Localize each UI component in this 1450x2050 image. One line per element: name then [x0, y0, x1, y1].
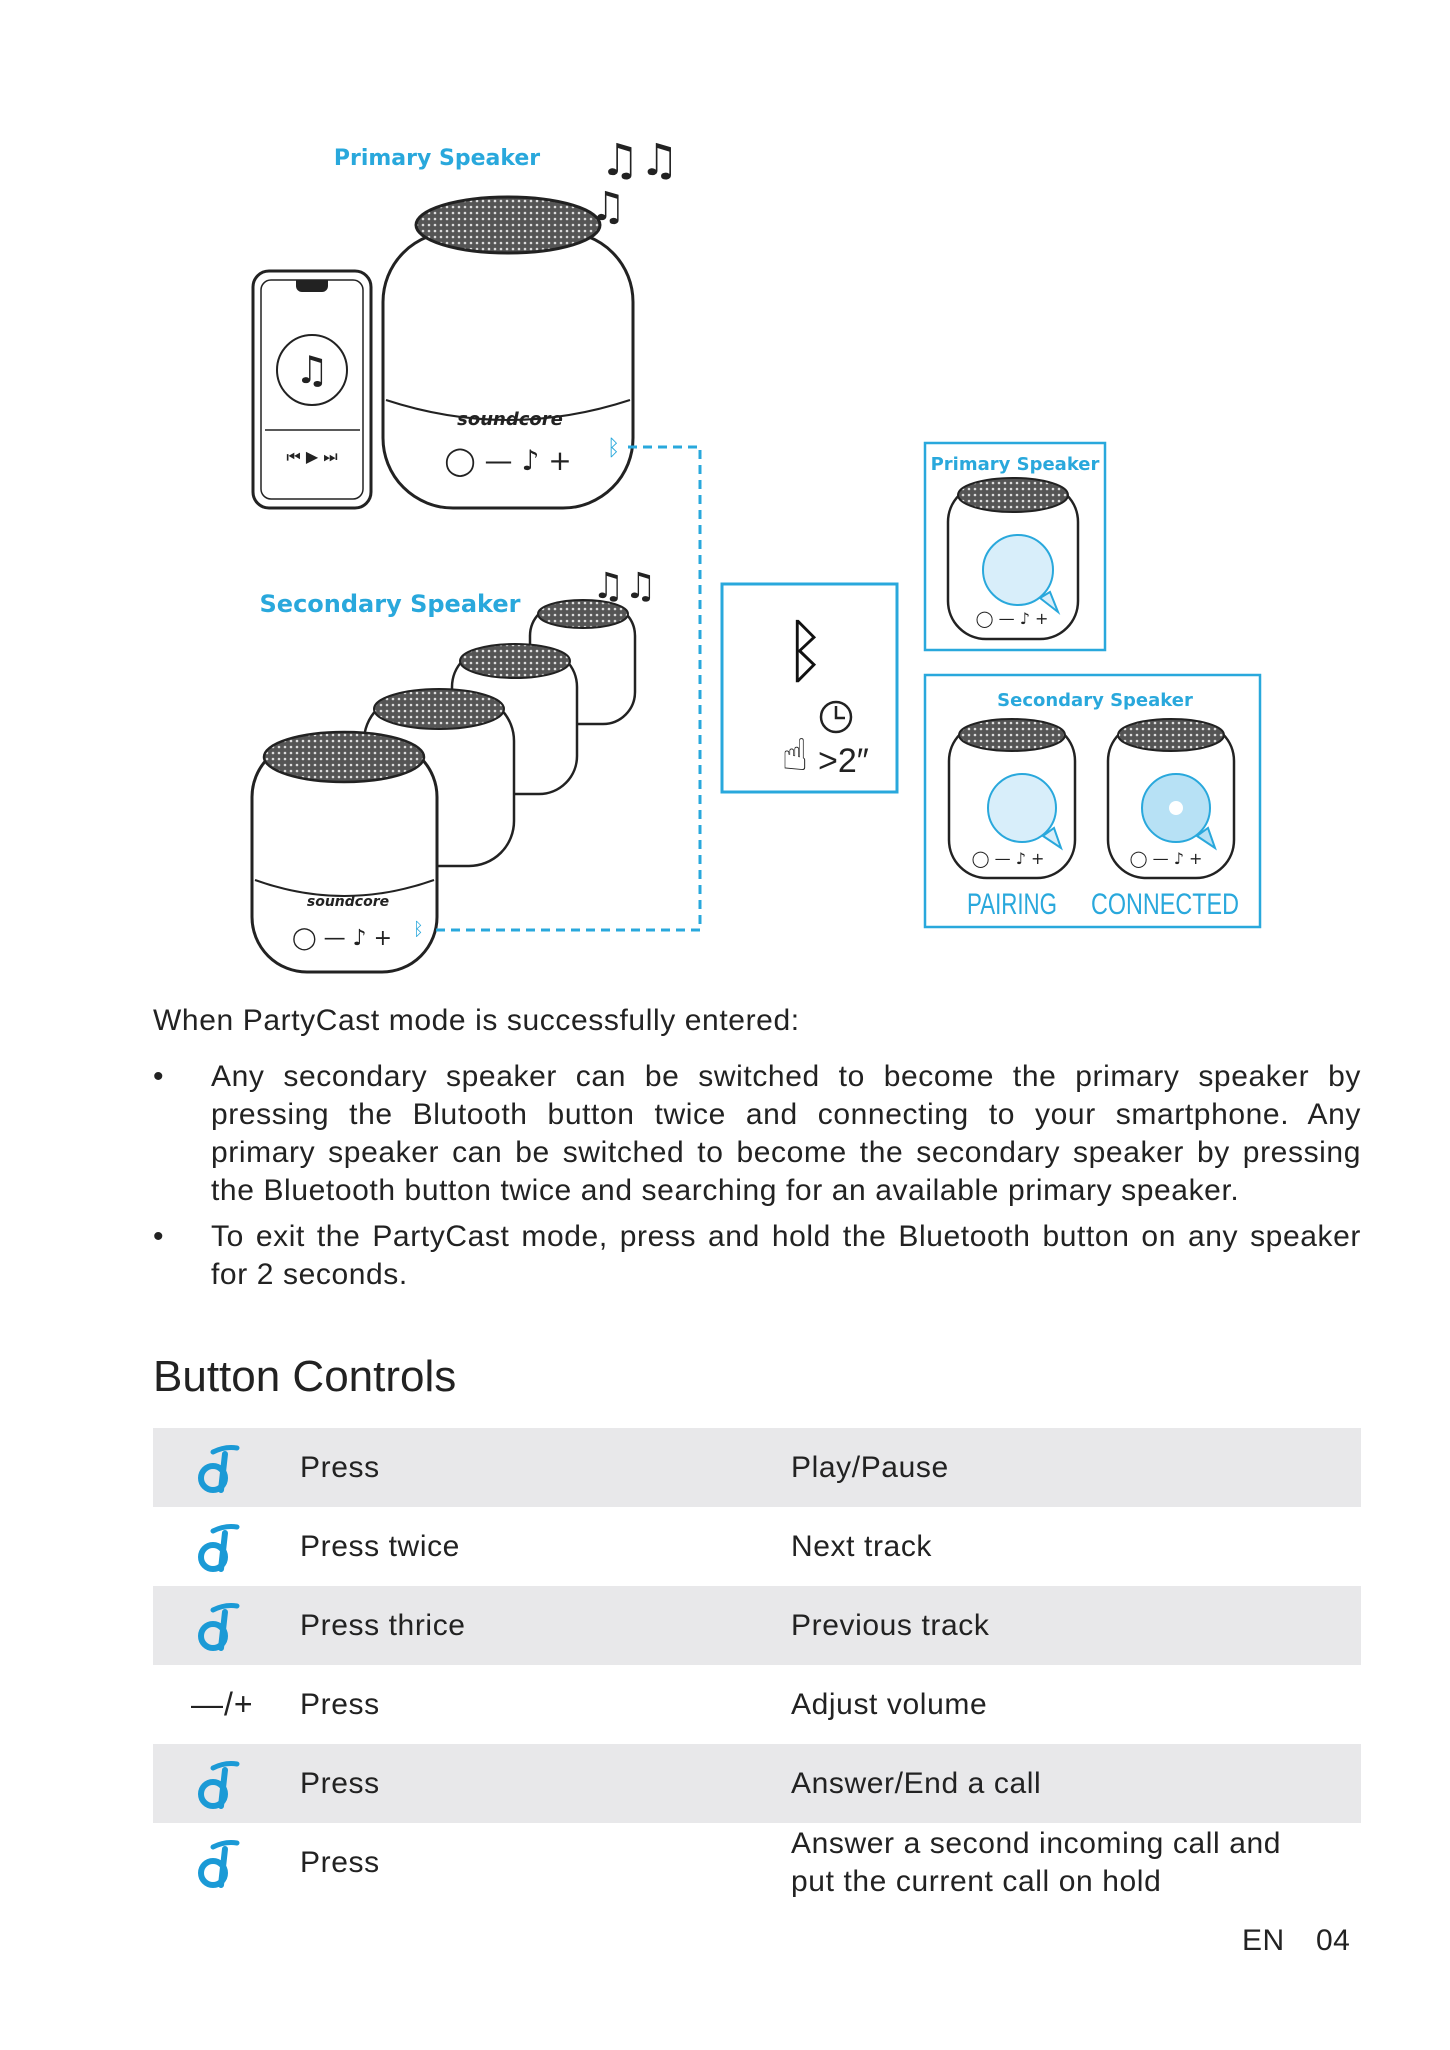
- table-row: Press thrice Previous track: [153, 1586, 1361, 1665]
- svg-text:◯ — ♪ +: ◯ — ♪ +: [292, 926, 392, 951]
- control-function: Play/Pause: [791, 1451, 949, 1484]
- control-function: Next track: [791, 1530, 933, 1563]
- table-row: Press Answer a second incoming call and p…: [153, 1823, 1361, 1902]
- svg-text:Primary Speaker: Primary Speaker: [334, 146, 540, 171]
- bluetooth-icon: ᛒ: [784, 610, 826, 692]
- soundcore-button-icon: [198, 1524, 240, 1572]
- hand-press-icon: ☝: [782, 730, 809, 781]
- bullet-dot: •: [153, 1060, 165, 1093]
- table-row: Press Play/Pause: [153, 1428, 1361, 1507]
- bullet-list: • Any secondary speaker can be switched …: [153, 1058, 1361, 1302]
- soundcore-button-icon: [198, 1603, 240, 1651]
- section-title: Button Controls: [153, 1352, 457, 1401]
- control-action: Press: [300, 1846, 380, 1879]
- svg-text:◯ — ♪ +: ◯ — ♪ +: [972, 849, 1045, 868]
- control-action: Press: [300, 1451, 380, 1484]
- svg-text:◯ — ♪ +: ◯ — ♪ +: [976, 609, 1049, 628]
- bullet-item: • To exit the PartyCast mode, press and …: [153, 1218, 1361, 1294]
- svg-text:>2″: >2″: [818, 742, 869, 780]
- primary-speaker: soundcore ◯ — ♪ + ᛒ: [381, 195, 635, 510]
- svg-text:soundcore: soundcore: [307, 894, 389, 910]
- table-row: —/+ Press Adjust volume: [153, 1665, 1361, 1744]
- control-action: Press: [300, 1688, 380, 1721]
- svg-text:◯ — ♪ +: ◯ — ♪ +: [444, 444, 571, 477]
- control-action: Press: [300, 1767, 380, 1800]
- svg-text:soundcore: soundcore: [457, 409, 563, 430]
- partycast-illustration: ♫ ⏮ ▶ ⏭ soundcore ◯ — ♪ + ᛒ Primary Spea…: [250, 135, 1262, 974]
- status-pairing: PAIRING: [967, 888, 1057, 921]
- control-action: Press thrice: [300, 1609, 466, 1642]
- pairing-indicator-icon: [987, 773, 1057, 843]
- secondary-speakers: soundcore ◯ — ♪ + ᛒ: [250, 599, 637, 974]
- control-function: Answer/End a call: [791, 1767, 1042, 1800]
- music-notes-icon: ♫♫: [600, 135, 679, 186]
- footer-language: EN: [1242, 1924, 1285, 1957]
- bluetooth-hold-box: ᛒ ☝ >2″: [720, 582, 899, 794]
- control-function: Adjust volume: [791, 1688, 988, 1721]
- svg-text:Primary Speaker: Primary Speaker: [931, 454, 1100, 475]
- bullet-dot: •: [153, 1220, 165, 1253]
- soundcore-button-icon: [198, 1840, 240, 1888]
- bluetooth-icon: ᛒ: [607, 436, 620, 461]
- control-function: Answer a second incoming call and put the…: [791, 1825, 1281, 1904]
- soundcore-button-icon: [198, 1761, 240, 1809]
- table-row: Press Answer/End a call: [153, 1744, 1361, 1823]
- svg-text:◯ — ♪ +: ◯ — ♪ +: [1130, 849, 1203, 868]
- svg-text:Secondary Speaker: Secondary Speaker: [260, 590, 521, 618]
- bullet-item: • Any secondary speaker can be switched …: [153, 1058, 1361, 1210]
- pairing-indicator: [982, 534, 1054, 606]
- function-line: put the current call on hold: [791, 1865, 1162, 1898]
- svg-text:ᛒ: ᛒ: [413, 919, 424, 940]
- control-function: Previous track: [791, 1609, 990, 1642]
- button-controls-table: Press Play/Pause Press twice Next track …: [153, 1428, 1361, 1902]
- control-action: Press twice: [300, 1530, 460, 1563]
- table-row: Press twice Next track: [153, 1507, 1361, 1586]
- bullet-text: To exit the PartyCast mode, press and ho…: [211, 1220, 1361, 1291]
- svg-text:Secondary Speaker: Secondary Speaker: [997, 690, 1193, 711]
- function-line: Answer a second incoming call and: [791, 1827, 1282, 1860]
- svg-text:♫: ♫: [590, 184, 626, 230]
- intro-text: When PartyCast mode is successfully ente…: [153, 1004, 800, 1037]
- connection-line: [435, 445, 702, 932]
- svg-text:⏮ ▶ ⏭: ⏮ ▶ ⏭: [286, 447, 337, 466]
- clock-icon: [819, 700, 853, 734]
- bullet-text: Any secondary speaker can be switched to…: [211, 1060, 1361, 1207]
- primary-speaker-box: Primary Speaker ◯ — ♪ +: [923, 441, 1107, 652]
- soundcore-button-icon: [198, 1445, 240, 1493]
- volume-buttons-icon: —/+: [191, 1686, 254, 1722]
- secondary-speaker-box: Secondary Speaker ◯ — ♪ + ◯ — ♪ + PAIRIN…: [923, 673, 1262, 929]
- svg-text:♫♫: ♫♫: [592, 566, 657, 607]
- smartphone: ♫ ⏮ ▶ ⏭: [251, 269, 373, 510]
- footer-page-number: 04: [1316, 1924, 1351, 1957]
- music-note-icon: ♫: [295, 348, 329, 392]
- status-connected: CONNECTED: [1091, 888, 1239, 921]
